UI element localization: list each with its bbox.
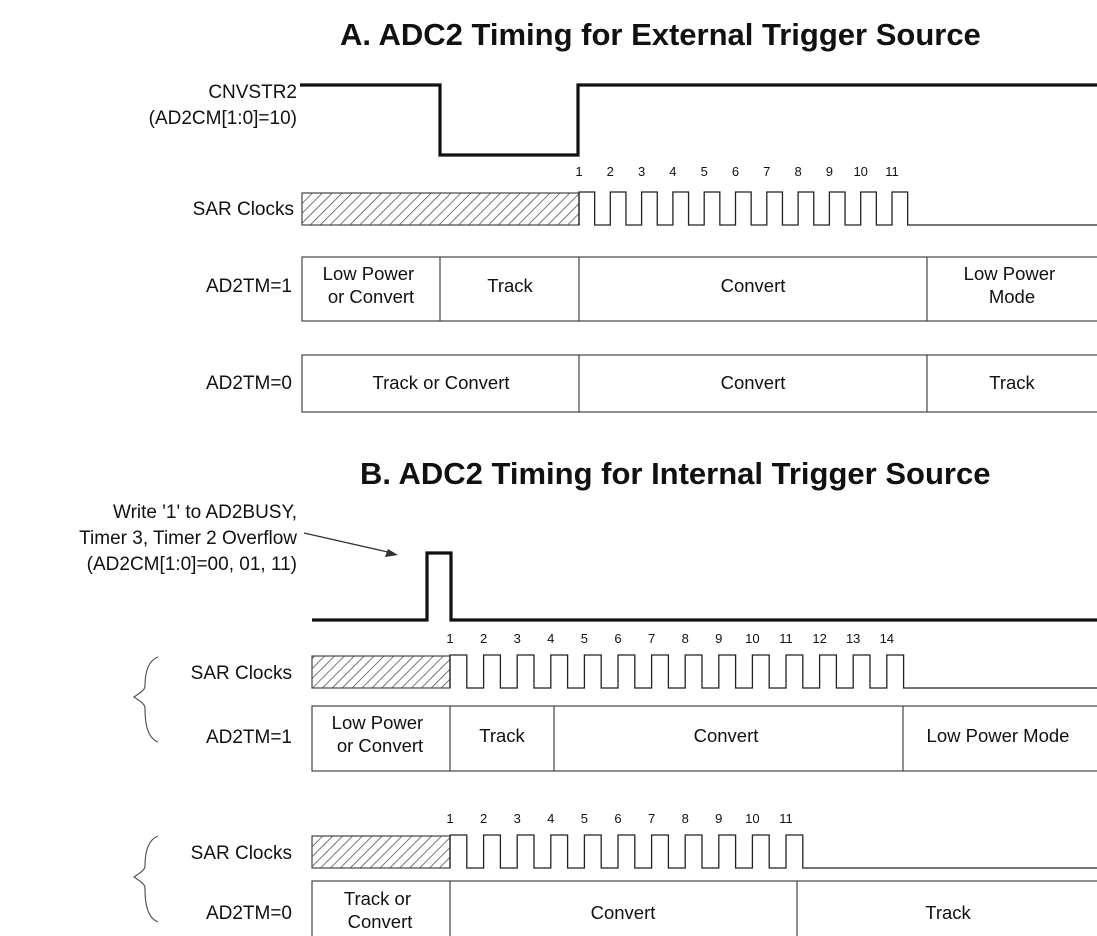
sar-clock-waveform-b1: [449, 654, 1097, 689]
trigger-label-line1: Write '1' to AD2BUSY,: [113, 502, 297, 523]
section-b-title: B. ADC2 Timing for Internal Trigger Sour…: [360, 456, 990, 491]
trigger-arrow: [303, 532, 393, 554]
clock-numbers-a: 1 2 3 4 5 6 7 8 9 10 11: [575, 164, 898, 179]
clock-number: 9: [715, 631, 722, 646]
cnvstr2-waveform: [300, 83, 1097, 157]
sar-clocks-label-b2: SAR Clocks: [191, 843, 292, 864]
clock-number: 1: [446, 631, 453, 646]
tm0b-segment-convert: Convert: [591, 902, 656, 923]
trigger-pulse-waveform: [312, 551, 1097, 622]
clock-numbers-b2: 1 2 3 4 5 6 7 8 9 10 11: [446, 811, 792, 826]
ad2tm1-frame-b: [311, 705, 1097, 772]
sar-clock-trace: [449, 654, 1097, 689]
clock-number: 11: [885, 164, 899, 179]
clock-number: 11: [779, 811, 793, 826]
ad2tm1-label-a: AD2TM=1: [206, 276, 292, 297]
clock-number: 10: [853, 164, 867, 179]
clock-number: 9: [715, 811, 722, 826]
clock-number: 2: [480, 631, 487, 646]
sar-clocks-label-a: SAR Clocks: [193, 199, 294, 220]
clock-number: 3: [514, 631, 521, 646]
clock-number: 9: [826, 164, 833, 179]
trigger-arrowhead-icon: [385, 549, 398, 557]
tm0a-segment-track-or-convert: Track or Convert: [372, 372, 509, 393]
tm0b-segment-track-or-convert: Track or Convert: [344, 888, 416, 932]
tm1b-segment-low-power: Low Power or Convert: [332, 712, 429, 756]
clock-number: 1: [446, 811, 453, 826]
brace-group-1: [132, 656, 159, 743]
tm0a-segment-track: Track: [989, 372, 1035, 393]
clock-number: 11: [779, 631, 793, 646]
sar-clocks-hatch-b2: [311, 835, 451, 869]
clock-number: 4: [547, 631, 554, 646]
clock-number: 7: [648, 811, 655, 826]
sar-clock-waveform-b2: [449, 834, 1097, 869]
clock-number: 4: [547, 811, 554, 826]
clock-number: 5: [581, 631, 588, 646]
tm1a-segment-low-power-mode: Low Power Mode: [964, 263, 1061, 307]
tm1a-segment-track: Track: [487, 275, 533, 296]
sar-clocks-hatch-a: [301, 192, 580, 226]
clock-number: 8: [682, 631, 689, 646]
sar-clocks-hatch-b1: [311, 655, 451, 689]
ad2tm1-frame-a: [301, 256, 1097, 322]
clock-number: 6: [614, 811, 621, 826]
cnvstr2-mode-label: (AD2CM[1:0]=10): [149, 108, 297, 129]
tm1b-segment-convert: Convert: [694, 725, 759, 746]
clock-number: 5: [581, 811, 588, 826]
clock-number: 8: [682, 811, 689, 826]
tm1a-segment-convert: Convert: [721, 275, 786, 296]
clock-number: 6: [732, 164, 739, 179]
sar-clocks-label-b1: SAR Clocks: [191, 663, 292, 684]
ad2tm0-frame-b: [311, 880, 1097, 936]
clock-number: 14: [880, 631, 894, 646]
sar-clock-trace: [449, 834, 1097, 869]
tm0b-segment-track: Track: [925, 902, 971, 923]
clock-number: 2: [607, 164, 614, 179]
sar-clock-waveform-a: [578, 191, 1097, 226]
ad2tm0-label-b: AD2TM=0: [206, 903, 292, 924]
clock-number: 6: [614, 631, 621, 646]
clock-number: 7: [648, 631, 655, 646]
tm1b-segment-track: Track: [479, 725, 525, 746]
tm1b-segment-low-power-mode: Low Power Mode: [927, 725, 1070, 746]
clock-number: 13: [846, 631, 860, 646]
tm1a-segment-low-power: Low Power or Convert: [323, 263, 420, 307]
clock-number: 10: [745, 631, 759, 646]
clock-number: 8: [794, 164, 801, 179]
clock-number: 10: [745, 811, 759, 826]
section-a-title: A. ADC2 Timing for External Trigger Sour…: [340, 17, 981, 52]
brace-group-2: [132, 835, 159, 923]
ad2tm1-label-b: AD2TM=1: [206, 727, 292, 748]
ad2tm0-frame-a: [301, 354, 1097, 413]
clock-number: 3: [638, 164, 645, 179]
tm0a-segment-convert: Convert: [721, 372, 786, 393]
clock-number: 1: [575, 164, 582, 179]
sar-clock-trace: [578, 191, 1097, 226]
clock-number: 5: [701, 164, 708, 179]
cnvstr2-label: CNVSTR2: [208, 82, 297, 103]
trigger-label-line2: Timer 3, Timer 2 Overflow: [79, 528, 297, 549]
clock-number: 4: [669, 164, 676, 179]
clock-number: 2: [480, 811, 487, 826]
trigger-label-line3: (AD2CM[1:0]=00, 01, 11): [87, 554, 297, 575]
clock-number: 12: [812, 631, 826, 646]
clock-number: 3: [514, 811, 521, 826]
clock-number: 7: [763, 164, 770, 179]
ad2tm0-label-a: AD2TM=0: [206, 373, 292, 394]
